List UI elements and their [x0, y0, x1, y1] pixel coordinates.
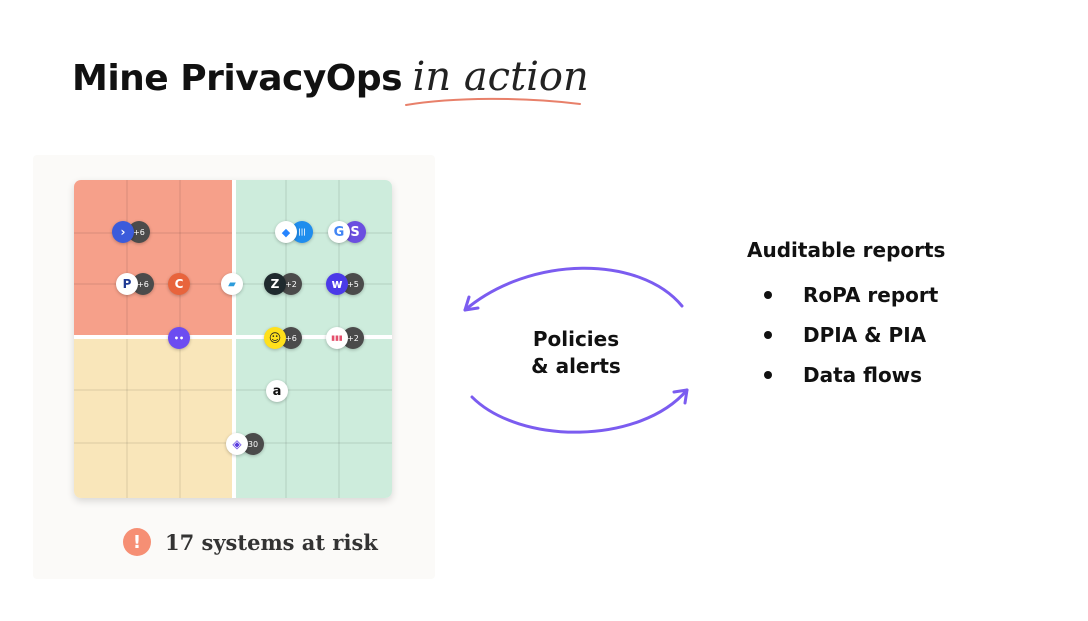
- webflow-icon: w: [326, 273, 348, 295]
- system-node[interactable]: ◈ 30: [226, 433, 264, 455]
- auditable-reports: Auditable reports RoPA report DPIA & PIA…: [747, 238, 945, 395]
- reports-list: RoPA report DPIA & PIA Data flows: [747, 275, 945, 395]
- system-count-badge: +5: [342, 273, 364, 295]
- system-node[interactable]: P +6: [116, 273, 154, 295]
- exclamation-icon: !: [123, 528, 151, 556]
- system-count-badge: +2: [342, 327, 364, 349]
- matrix-horizontal-axis: [74, 335, 392, 339]
- system-count-badge: +6: [128, 221, 150, 243]
- airtable-icon: ▰: [221, 273, 243, 295]
- activecampaign-icon: ›: [112, 221, 134, 243]
- cycle-label-line2: & alerts: [531, 354, 621, 378]
- page-title: Mine PrivacyOps in action: [72, 54, 589, 100]
- system-node[interactable]: a: [266, 380, 288, 402]
- monday-dots-icon: ••: [168, 327, 190, 349]
- quadrant-high-risk: [74, 180, 234, 337]
- cycle-arrows: [463, 266, 689, 434]
- reports-title: Auditable reports: [747, 238, 946, 262]
- system-node[interactable]: Z +2: [264, 273, 302, 295]
- zendesk-icon: Z: [264, 273, 286, 295]
- s-logo-icon: S: [344, 221, 366, 243]
- system-node[interactable]: ▰: [221, 273, 243, 295]
- risk-summary: ! 17 systems at risk: [123, 528, 378, 556]
- list-item: RoPA report: [747, 275, 945, 315]
- system-count-badge: 30: [242, 433, 264, 455]
- system-node[interactable]: G S: [328, 221, 366, 243]
- report-item-label: Data flows: [803, 363, 923, 387]
- title-bold: Mine PrivacyOps: [72, 58, 403, 99]
- bottom-arrow-head: [672, 388, 689, 405]
- shield-logo-icon: ◈: [226, 433, 248, 455]
- cycle-label-line1: Policies: [532, 327, 620, 351]
- intercom-icon: |||: [291, 221, 313, 243]
- quadrant-bottom-right: [234, 337, 392, 498]
- top-arrow-head: [463, 295, 480, 312]
- report-item-label: DPIA & PIA: [803, 323, 927, 347]
- google-icon: G: [328, 221, 350, 243]
- list-item: DPIA & PIA: [747, 315, 945, 355]
- bottom-arrow-arc: [470, 388, 689, 434]
- title-italic: in action: [412, 54, 589, 100]
- risk-summary-text: 17 systems at risk: [165, 529, 378, 555]
- system-node[interactable]: ••: [168, 327, 190, 349]
- bullet-icon: [764, 331, 772, 339]
- mailchimp-icon: ☺: [264, 327, 286, 349]
- system-count-badge: +6: [280, 327, 302, 349]
- paypal-icon: P: [116, 273, 138, 295]
- report-item-label: RoPA report: [803, 283, 939, 307]
- system-node[interactable]: ▮▮▮ +2: [326, 327, 364, 349]
- cycle-label: Policies & alerts: [500, 326, 652, 380]
- risk-matrix: › +6 P +6 C ▰ •• ◆ ||| G S Z +2 w +5 ☺ +…: [74, 180, 392, 498]
- jira-icon: ◆: [275, 221, 297, 243]
- quadrant-top-right: [234, 180, 392, 337]
- bullet-icon: [764, 371, 772, 379]
- matrix-vertical-axis: [232, 180, 236, 498]
- bullet-icon: [764, 291, 772, 299]
- list-item: Data flows: [747, 355, 945, 395]
- top-arrow-arc: [463, 266, 684, 312]
- system-node[interactable]: ☺ +6: [264, 327, 302, 349]
- c-logo-icon: C: [168, 273, 190, 295]
- system-count-badge: +6: [132, 273, 154, 295]
- system-node[interactable]: C: [168, 273, 190, 295]
- system-node[interactable]: › +6: [112, 221, 150, 243]
- quadrant-medium-risk: [74, 337, 234, 498]
- amazon-icon: a: [266, 380, 288, 402]
- system-count-badge: +2: [280, 273, 302, 295]
- system-node[interactable]: ◆ |||: [275, 221, 313, 243]
- system-node[interactable]: w +5: [326, 273, 364, 295]
- monday-icon: ▮▮▮: [326, 327, 348, 349]
- title-underline-decoration: [405, 97, 581, 106]
